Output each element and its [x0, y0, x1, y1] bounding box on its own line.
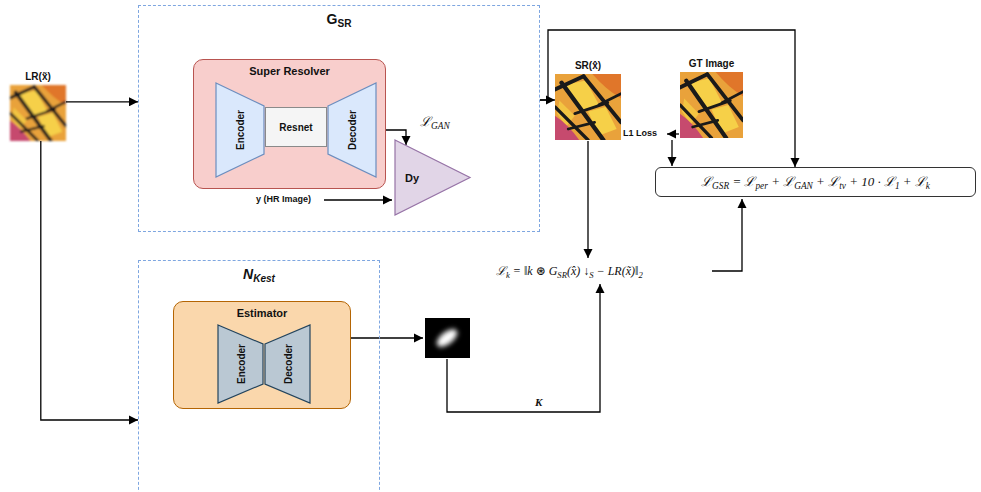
loss-formula-box: ℒGSR = ℒper + ℒGAN + ℒtv + 10 · ℒ1 + ℒk — [655, 167, 976, 197]
connector-arrow — [540, 30, 795, 167]
text-segment: SR(x̂) — [575, 60, 601, 71]
text-segment: L1 Loss — [623, 128, 657, 138]
text-segment: per — [755, 181, 767, 191]
text-segment: + ℒ — [900, 174, 926, 189]
text-segment: LR(x̃) — [25, 71, 51, 82]
estimator-box: EstimatorEncoder Decoder — [173, 301, 351, 409]
connector-arrow — [41, 141, 138, 420]
text-segment: GT Image — [689, 58, 735, 69]
text-segment: = ℒ — [729, 174, 755, 189]
node-text: LR(x̃) — [25, 71, 51, 82]
encoder-block: Encoder — [215, 82, 265, 178]
text-segment: ℒ — [496, 264, 506, 278]
text-segment: + ℒ — [813, 174, 839, 189]
decoder-block: Decoder — [264, 324, 311, 404]
node-text: Estimator — [237, 307, 288, 319]
decoder-block: Decoder — [327, 82, 377, 178]
super-resolver-box: Super ResolverEncoder Resnet Decoder — [193, 59, 386, 189]
text-segment: (x̂) ↓ — [567, 264, 589, 278]
encoder-block: Encoder — [217, 324, 264, 404]
node-text: Decoder — [282, 344, 293, 384]
text-segment: y (HR Image) — [256, 194, 311, 204]
sr-to-formula-arrow — [587, 141, 588, 258]
gt-image: GT Image — [680, 72, 743, 138]
text-segment: Estimator — [237, 307, 288, 319]
lr-picture — [10, 85, 66, 141]
text-segment: tv — [839, 181, 846, 191]
node-outline-shape — [216, 83, 264, 177]
node-text: Decoder — [347, 110, 358, 150]
node-outline-shape — [265, 325, 310, 403]
text-segment: k — [926, 181, 930, 191]
text-segment: SR — [557, 270, 567, 280]
text-segment: 2 — [638, 270, 642, 280]
kernel-blob — [434, 326, 460, 350]
text-segment: GAN — [794, 181, 813, 191]
node-text: Resnet — [279, 122, 312, 133]
text-segment: ℒ — [420, 114, 431, 129]
kernel-arrow — [350, 337, 423, 338]
text-segment: 1 — [895, 181, 900, 191]
butterfly-picture — [10, 85, 66, 141]
lr-image: LR(x̃) — [10, 85, 66, 141]
node-outline-shape — [395, 140, 470, 215]
gt-to-l1-arrow — [667, 133, 679, 134]
hr-to-discriminator-arrow — [324, 199, 392, 200]
text-segment: k — [506, 270, 510, 280]
node-text: NKest — [243, 266, 275, 284]
text-segment: Decoder — [282, 344, 293, 384]
butterfly-picture — [680, 72, 743, 138]
text-segment: G — [327, 11, 338, 27]
text-segment: Decoder — [347, 110, 358, 150]
kernel-to-formula-arrow — [447, 284, 600, 412]
text-segment: + ℒ — [768, 174, 794, 189]
text-segment: ℒ — [701, 174, 712, 189]
text-segment: K — [535, 396, 542, 408]
text-segment: − LR(x̃)‖ — [594, 264, 639, 278]
kernel-picture — [425, 318, 470, 358]
node-text: SR(x̂) — [575, 60, 601, 71]
kernel-symbol: K — [535, 396, 542, 408]
text-segment: Encoder — [235, 344, 246, 384]
input-label: y (HR Image) — [256, 194, 311, 204]
text-segment: Resnet — [279, 122, 312, 133]
text-segment: Kest — [253, 273, 275, 284]
formula-to-loss-arrow — [712, 199, 742, 271]
text-segment: GSR — [712, 181, 729, 191]
text-segment: Encoder — [235, 110, 246, 150]
node-outline-shape — [328, 83, 376, 177]
sr-picture — [555, 74, 621, 140]
discriminator-triangle: Dy — [394, 139, 471, 216]
node-text: GSR — [327, 11, 352, 29]
node-outline-shape — [218, 325, 263, 403]
node-text: GT Image — [689, 58, 735, 69]
node-text: ℒGSR = ℒper + ℒGAN + ℒtv + 10 · ℒ1 + ℒk — [701, 172, 930, 191]
text-segment: = ‖k ⊛ G — [510, 264, 558, 278]
text-segment: Super Resolver — [249, 65, 330, 77]
node-text: Encoder — [235, 110, 246, 150]
sr-image: SR(x̂) — [555, 74, 621, 140]
text-segment: + 10 · ℒ — [846, 174, 895, 189]
loss-symbol: ℒGAN — [420, 112, 450, 131]
gt-picture — [680, 72, 743, 138]
node-text: Encoder — [235, 344, 246, 384]
text-segment: Dy — [405, 172, 419, 184]
l1-to-loss-arrow — [671, 140, 672, 166]
butterfly-picture — [555, 74, 621, 140]
loss-label: L1 Loss — [623, 128, 657, 138]
estimator-group: NKestEstimatorEncoder Decoder — [138, 260, 380, 492]
text-segment: S — [589, 270, 593, 280]
kernel-loss-formula: ℒk = ‖k ⊛ GSR(x̂) ↓S − LR(x̃)‖2 — [496, 262, 643, 279]
connector-arrow — [66, 101, 138, 102]
text-segment: N — [243, 266, 253, 282]
node-text: Dy — [405, 172, 419, 184]
node-text: Super Resolver — [249, 65, 330, 77]
generator-group: GSR Super ResolverEncoder Resnet DecoderDy — [138, 5, 540, 232]
resnet-block: Resnet — [265, 107, 327, 147]
text-segment: GAN — [431, 121, 450, 131]
text-segment: SR — [337, 18, 351, 29]
